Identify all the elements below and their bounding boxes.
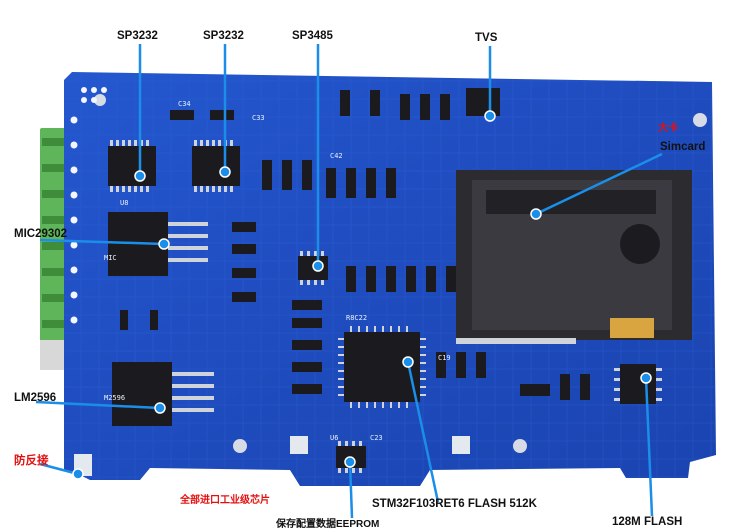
- svg-text:C23: C23: [370, 434, 383, 442]
- label-mcu: STM32F103RET6 FLASH 512K: [372, 498, 537, 510]
- label-sp3232-a: SP3232: [117, 30, 158, 42]
- label-flash: 128M FLASH: [612, 516, 683, 528]
- svg-text:U6: U6: [330, 434, 338, 442]
- label-sp3485: SP3485: [292, 30, 333, 42]
- label-reverse-protect: 防反接: [14, 455, 49, 467]
- silkscreen-text: C34 U8 C33 C42 MIC M2596 R8C22 C19 U6 C2…: [104, 100, 451, 442]
- label-industrial-chips: 全部进口工业级芯片: [180, 495, 270, 506]
- label-tvs: TVS: [475, 32, 498, 44]
- simcard-holder: [456, 170, 692, 344]
- callout-dots: [72, 110, 652, 480]
- tvs-diode: [466, 88, 500, 116]
- svg-text:R8C22: R8C22: [346, 314, 367, 322]
- svg-text:MIC: MIC: [104, 254, 117, 262]
- solder-pads: [74, 436, 470, 476]
- pin-header-dots: [70, 87, 107, 324]
- svg-text:U8: U8: [120, 199, 128, 207]
- passive-components: [120, 90, 590, 400]
- label-sp3232-b: SP3232: [203, 30, 244, 42]
- svg-text:C42: C42: [330, 152, 343, 160]
- chip-sp3232-b: [192, 140, 240, 192]
- label-lm2596: LM2596: [14, 392, 57, 404]
- label-eeprom: 保存配置数据EEPROM: [276, 519, 380, 529]
- svg-text:C33: C33: [252, 114, 265, 122]
- mounting-holes: [94, 94, 707, 453]
- label-simcard: Simcard: [660, 141, 706, 153]
- svg-text:C19: C19: [438, 354, 451, 362]
- terminal-slots: [42, 138, 66, 328]
- label-big-card: 大卡: [658, 123, 678, 134]
- chip-flash: [614, 364, 662, 404]
- chip-stm32: [338, 326, 426, 408]
- svg-text:C34: C34: [178, 100, 191, 108]
- svg-text:M2596: M2596: [104, 394, 125, 402]
- chip-lm2596: [112, 362, 214, 426]
- label-mic29302: MIC29302: [14, 228, 68, 240]
- chip-sp3232-a: [108, 140, 156, 192]
- callout-lines: [35, 44, 663, 519]
